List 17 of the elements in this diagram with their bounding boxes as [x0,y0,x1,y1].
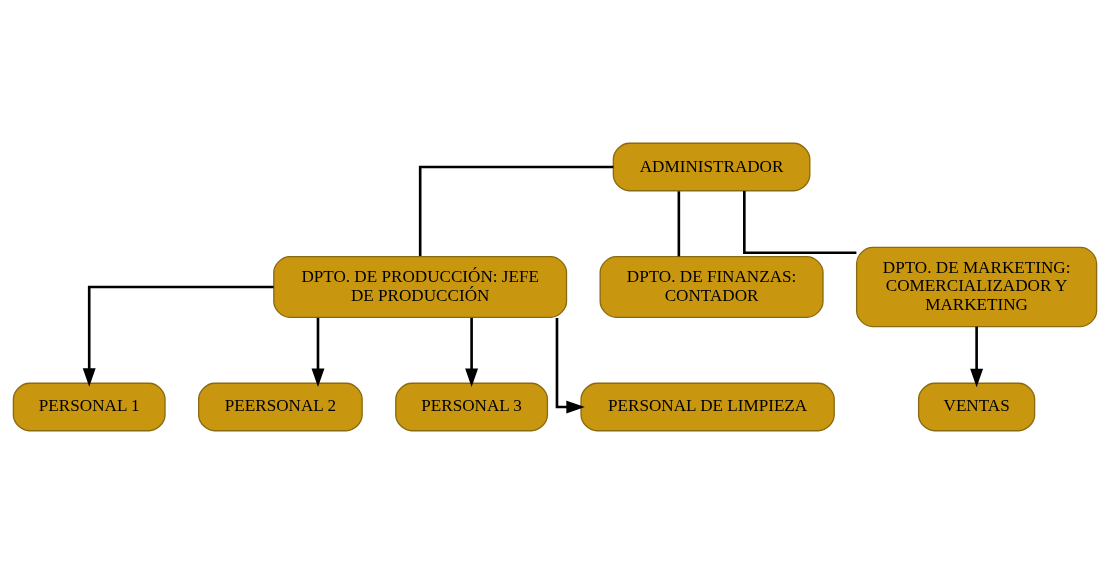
arrow [465,317,479,387]
node-box: DPTO. DE MARKETING: COMERCIALIZADOR Y MARKETING [855,246,1098,327]
node-box: DPTO. DE PRODUCCIÓN: JEFE DE PRODUCCIÓN [273,255,568,318]
arrow [970,326,984,387]
node-box: DPTO. DE FINANZAS: CONTADOR [599,255,824,318]
node-box: ADMINISTRADOR [612,142,811,191]
node-box: PERSONAL DE LIMPIEZA [580,382,835,431]
connector [743,190,857,254]
node-box: PERSONAL 3 [395,382,549,431]
arrow [311,317,325,387]
node-box: VENTAS [917,382,1036,431]
node-box: PEERSONAL 2 [198,382,363,431]
connector [418,165,614,256]
node-box: PERSONAL 1 [12,382,166,431]
connector [677,190,681,256]
arrow [82,285,274,387]
arrow [555,317,585,413]
